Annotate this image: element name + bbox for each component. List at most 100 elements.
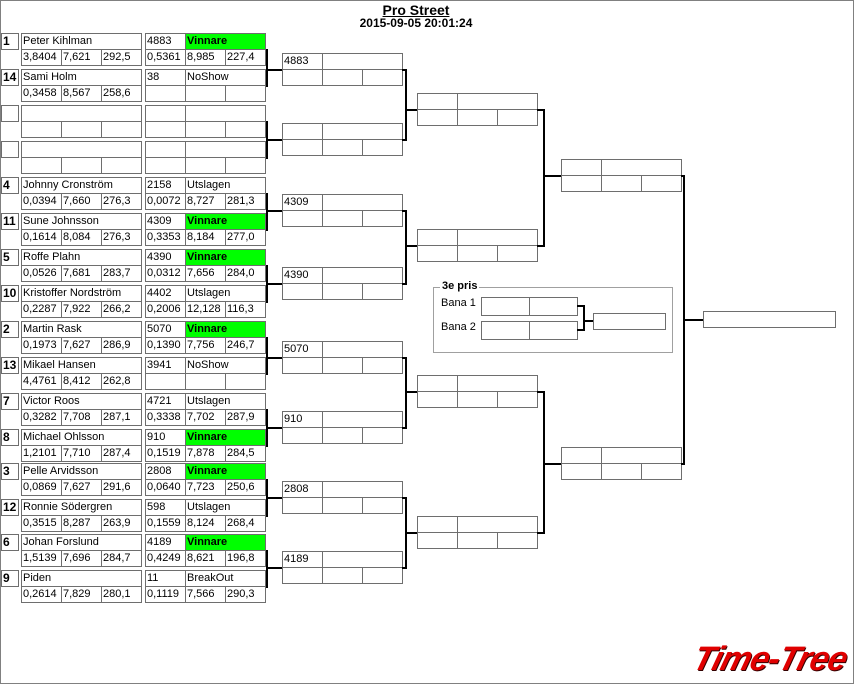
driver-name[interactable] — [21, 141, 142, 158]
result-number[interactable]: 4189 — [145, 534, 186, 551]
round4-slot-et — [601, 463, 642, 480]
result-reaction-time: 0,3353 — [145, 229, 186, 246]
driver-name[interactable]: Sune Johnsson — [21, 213, 142, 230]
round4-slot-number[interactable] — [561, 447, 602, 464]
round2-slot-number[interactable]: 4390 — [282, 267, 323, 284]
round2-slot-reaction — [282, 139, 323, 156]
result-reaction-time: 0,1119 — [145, 586, 186, 603]
result-number[interactable]: 2808 — [145, 463, 186, 480]
result-number[interactable]: 598 — [145, 499, 186, 516]
driver-name[interactable]: Pelle Arvidsson — [21, 463, 142, 480]
result-number[interactable]: 4402 — [145, 285, 186, 302]
bracket-connector — [537, 391, 544, 393]
result-number[interactable]: 2158 — [145, 177, 186, 194]
bracket-connector — [402, 69, 406, 71]
result-number[interactable]: 4309 — [145, 213, 186, 230]
round2-slot-status[interactable] — [322, 411, 403, 428]
round3-slot-number[interactable] — [417, 516, 458, 533]
driver-name[interactable]: Kristoffer Nordström — [21, 285, 142, 302]
driver-name[interactable]: Martin Rask — [21, 321, 142, 338]
round2-slot-status[interactable] — [322, 123, 403, 140]
result-number[interactable] — [145, 141, 186, 158]
driver-name[interactable]: Peter Kihlman — [21, 33, 142, 50]
qualifying-speed: 280,1 — [101, 586, 142, 603]
round2-slot-speed — [362, 210, 403, 227]
final-winner[interactable] — [703, 311, 836, 328]
time-tree-logo: Time-Tree — [688, 640, 852, 678]
round3-slot-status[interactable] — [457, 516, 538, 533]
qualifying-reaction-time: 1,5139 — [21, 550, 62, 567]
round2-slot-number[interactable]: 910 — [282, 411, 323, 428]
result-number[interactable]: 11 — [145, 570, 186, 587]
qualifying-et — [61, 157, 102, 174]
bracket-connector — [543, 109, 545, 247]
result-speed — [225, 157, 266, 174]
round2-slot-number[interactable]: 5070 — [282, 341, 323, 358]
seed-number: 12 — [1, 499, 19, 516]
bracket-connector — [405, 109, 417, 111]
third-place-winner[interactable] — [593, 313, 666, 330]
round3-slot-et — [457, 391, 498, 408]
round2-slot-et — [322, 497, 363, 514]
round4-slot-status[interactable] — [601, 159, 682, 176]
round2-slot-status[interactable] — [322, 194, 403, 211]
result-number[interactable]: 4721 — [145, 393, 186, 410]
driver-name[interactable]: Sami Holm — [21, 69, 142, 86]
round4-slot-number[interactable] — [561, 159, 602, 176]
result-reaction-time — [145, 373, 186, 390]
result-status — [185, 141, 266, 158]
result-number[interactable]: 3941 — [145, 357, 186, 374]
qualifying-speed: 276,3 — [101, 193, 142, 210]
result-number[interactable]: 4390 — [145, 249, 186, 266]
qualifying-speed: 258,6 — [101, 85, 142, 102]
bracket-connector — [266, 337, 268, 375]
qualifying-et: 7,696 — [61, 550, 102, 567]
round3-slot-status[interactable] — [457, 375, 538, 392]
driver-name[interactable]: Roffe Plahn — [21, 249, 142, 266]
qualifying-et: 7,708 — [61, 409, 102, 426]
round2-slot-status[interactable] — [322, 341, 403, 358]
result-reaction-time — [145, 121, 186, 138]
round3-slot-status[interactable] — [457, 93, 538, 110]
result-status: Vinnare — [185, 249, 266, 266]
qualifying-et — [61, 121, 102, 138]
round4-slot-status[interactable] — [601, 447, 682, 464]
driver-name[interactable]: Ronnie Södergren — [21, 499, 142, 516]
round2-slot-number[interactable]: 4309 — [282, 194, 323, 211]
round3-slot-number[interactable] — [417, 375, 458, 392]
round2-slot-status[interactable] — [322, 551, 403, 568]
result-number[interactable] — [145, 105, 186, 122]
round2-slot-status[interactable] — [322, 53, 403, 70]
qualifying-speed: 266,2 — [101, 301, 142, 318]
driver-name[interactable]: Piden — [21, 570, 142, 587]
round2-slot-status[interactable] — [322, 267, 403, 284]
result-number[interactable]: 4883 — [145, 33, 186, 50]
round2-slot-number[interactable] — [282, 123, 323, 140]
qualifying-reaction-time: 0,0869 — [21, 479, 62, 496]
round3-slot-speed — [497, 532, 538, 549]
round3-slot-status[interactable] — [457, 229, 538, 246]
qualifying-et: 7,621 — [61, 49, 102, 66]
driver-name[interactable]: Michael Ohlsson — [21, 429, 142, 446]
round2-slot-number[interactable]: 2808 — [282, 481, 323, 498]
driver-name[interactable]: Johan Forslund — [21, 534, 142, 551]
result-number[interactable]: 38 — [145, 69, 186, 86]
result-speed: 290,3 — [225, 586, 266, 603]
driver-name[interactable]: Johnny Cronström — [21, 177, 142, 194]
round3-slot-number[interactable] — [417, 229, 458, 246]
qualifying-reaction-time: 4,4761 — [21, 373, 62, 390]
round3-slot-speed — [497, 391, 538, 408]
result-reaction-time: 0,2006 — [145, 301, 186, 318]
round3-slot-number[interactable] — [417, 93, 458, 110]
round2-slot-number[interactable]: 4189 — [282, 551, 323, 568]
bracket-connector — [583, 305, 585, 331]
driver-name[interactable] — [21, 105, 142, 122]
result-number[interactable]: 5070 — [145, 321, 186, 338]
round2-slot-status[interactable] — [322, 481, 403, 498]
result-number[interactable]: 910 — [145, 429, 186, 446]
driver-name[interactable]: Victor Roos — [21, 393, 142, 410]
result-reaction-time — [145, 157, 186, 174]
result-et: 8,124 — [185, 515, 226, 532]
driver-name[interactable]: Mikael Hansen — [21, 357, 142, 374]
round2-slot-number[interactable]: 4883 — [282, 53, 323, 70]
